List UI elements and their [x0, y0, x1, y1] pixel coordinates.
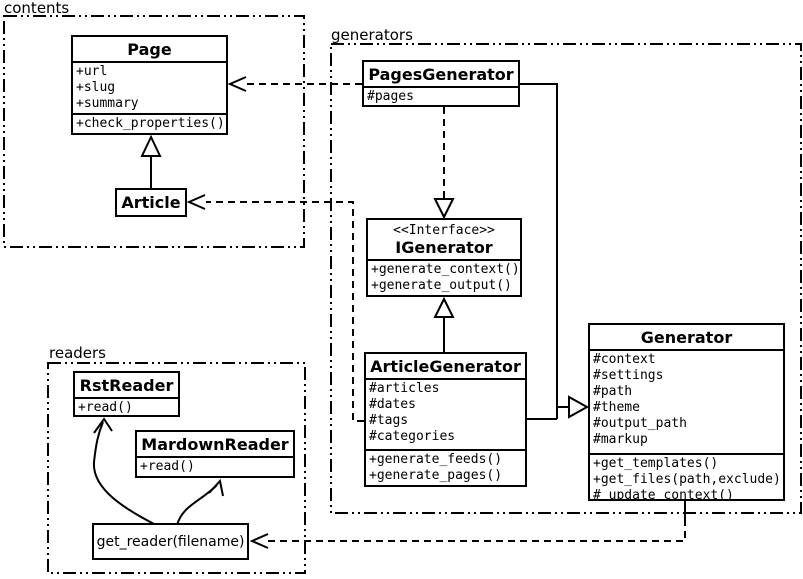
class-mardownreader-title: MardownReader [137, 432, 293, 458]
class-generator-methods: +get_templates() +get_files(path,exclude… [590, 453, 783, 501]
dependency-arrow-generator-to-getreader [249, 501, 686, 549]
class-pagesgenerator-attributes: #pages [364, 88, 518, 105]
inheritance-arrow-articlegenerator-to-igenerator [433, 296, 455, 352]
class-rstreader: RstReader +read() [73, 371, 180, 417]
class-generator-title: Generator [590, 325, 783, 351]
class-article-title: Article [121, 193, 181, 212]
class-igenerator-title: <<Interface>> IGenerator [368, 220, 520, 261]
package-border-readers [47, 362, 306, 574]
class-pagesgenerator: PagesGenerator #pages [362, 60, 520, 107]
method-row: +get_files(path,exclude) [593, 472, 781, 487]
class-generator-attributes: #context #settings #path #theme #output_… [590, 351, 783, 453]
package-label-contents: contents [4, 0, 70, 17]
package-border-contents [3, 15, 305, 248]
curve-arrow-getreader-to-rstreader [92, 417, 161, 528]
class-articlegenerator-title: ArticleGenerator [366, 354, 525, 380]
attribute-row: #output_path [593, 416, 687, 431]
package-label-readers: readers [49, 344, 106, 362]
attribute-row: #settings [593, 368, 664, 383]
dependency-arrow-articlegenerator-to-article [186, 194, 364, 422]
class-articlegenerator-methods: +generate_feeds() +generate_pages() [366, 449, 525, 485]
attribute-row: #tags [369, 413, 409, 428]
class-page-methods: +check_properties() [73, 113, 226, 133]
class-igenerator-methods: +generate_context() +generate_output() [368, 261, 520, 295]
method-row: +generate_context() [371, 262, 520, 277]
attribute-row: #theme [593, 400, 640, 415]
class-articlegenerator-attributes: #articles #dates #tags #categories [366, 380, 525, 449]
class-page-attributes: +url +slug +summary [73, 63, 226, 113]
function-box-get-reader: get_reader(filename) [92, 523, 249, 560]
method-row: +read() [78, 400, 133, 415]
method-row: +generate_output() [371, 278, 512, 293]
interface-stereotype: <<Interface>> [393, 223, 495, 238]
method-row: +read() [140, 459, 195, 474]
class-pagesgenerator-title: PagesGenerator [364, 62, 518, 88]
class-mardownreader-methods: +read() [137, 458, 293, 476]
class-mardownreader: MardownReader +read() [135, 430, 295, 478]
class-generator: Generator #context #settings #path #them… [588, 323, 785, 501]
class-articlegenerator: ArticleGenerator #articles #dates #tags … [364, 352, 527, 487]
method-row: +generate_pages() [369, 468, 503, 483]
attribute-row: #categories [369, 429, 456, 444]
inheritance-arrow-article-to-page [140, 134, 162, 188]
inheritance-arrow-generators-to-generator [520, 83, 590, 420]
method-row: #_update_context() [593, 488, 734, 501]
class-rstreader-methods: +read() [75, 399, 178, 415]
class-page: Page +url +slug +summary +check_properti… [71, 35, 228, 135]
attribute-row: +url [76, 64, 108, 79]
class-page-title: Page [73, 37, 226, 63]
attribute-row: +slug [76, 80, 116, 95]
attribute-row: #context [593, 352, 656, 367]
attribute-row: #path [593, 384, 633, 399]
package-border-generators [330, 43, 802, 514]
class-igenerator: <<Interface>> IGenerator +generate_conte… [366, 218, 522, 297]
attribute-row: #markup [593, 432, 648, 447]
curve-arrow-getreader-to-mardownreader [176, 478, 224, 526]
method-row: +generate_feeds() [369, 452, 503, 467]
method-row: +get_templates() [593, 456, 719, 471]
class-igenerator-name: IGenerator [395, 238, 493, 257]
dependency-arrow-pagesgenerator-to-page [227, 76, 362, 92]
attribute-row: #dates [369, 397, 416, 412]
attribute-row: +summary [76, 96, 139, 111]
attribute-row: #pages [367, 89, 414, 104]
method-row: +check_properties() [76, 116, 225, 131]
class-rstreader-title: RstReader [75, 373, 178, 399]
attribute-row: #articles [369, 381, 440, 396]
realization-arrow-pagesgenerator-to-igenerator [433, 107, 455, 220]
class-article: Article [115, 188, 187, 217]
package-label-generators: generators [331, 26, 413, 44]
